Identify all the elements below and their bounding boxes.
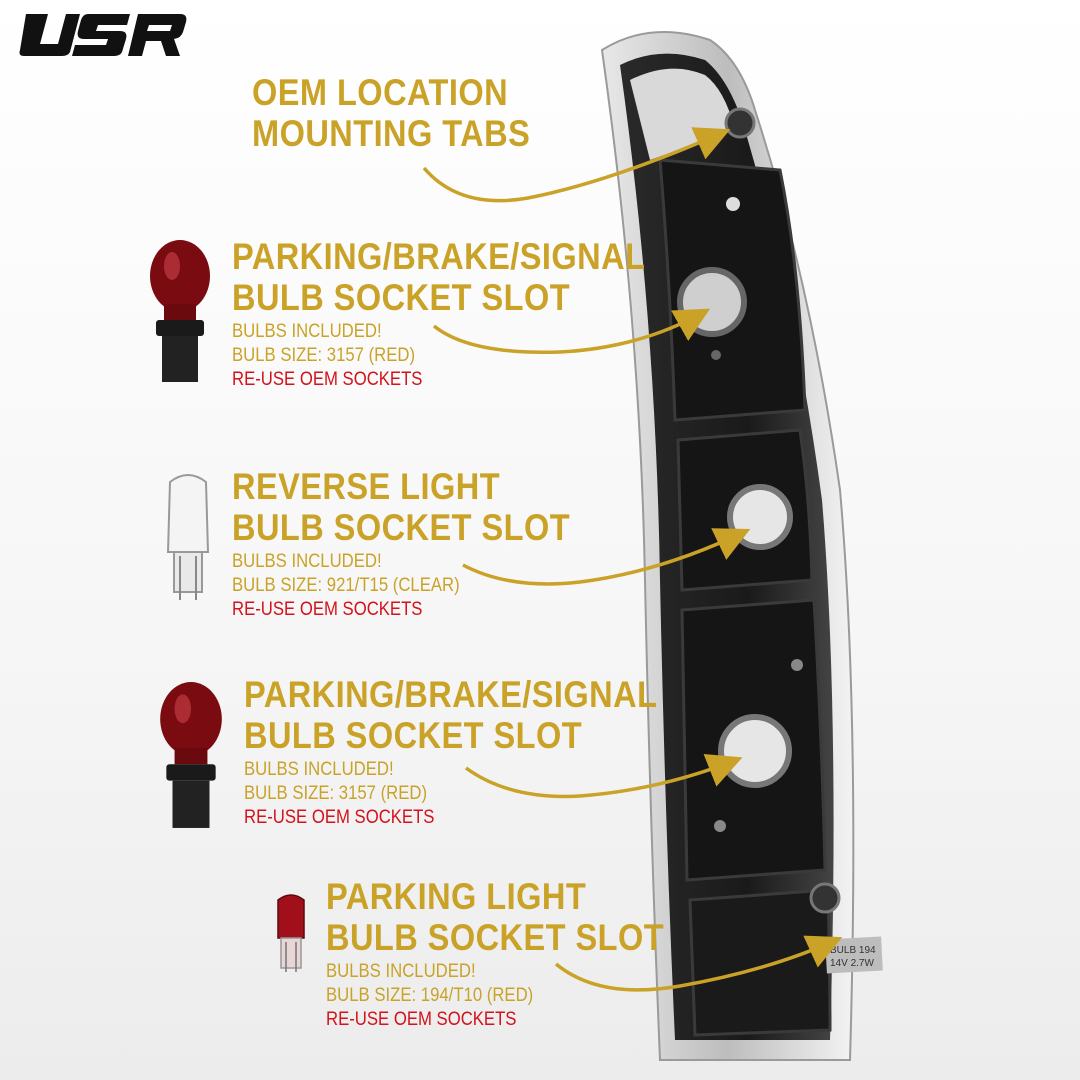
bulbs-included-note: BULBS INCLUDED! xyxy=(244,759,394,780)
clear-921-bulb-icon xyxy=(166,474,210,600)
title-line: BULB SOCKET SLOT xyxy=(232,507,571,548)
title-line: REVERSE LIGHT xyxy=(232,466,501,507)
red-194-bulb-icon xyxy=(277,894,305,972)
bulbs-included-note: BULBS INCLUDED! xyxy=(232,551,382,572)
bulb-size: BULB SIZE: 3157 (RED) xyxy=(232,345,416,366)
bulbs-included-note: BULBS INCLUDED! xyxy=(232,321,382,342)
bulb-size: BULB SIZE: 921/T15 (CLEAR) xyxy=(232,575,460,596)
bulb-size: BULB SIZE: 3157 (RED) xyxy=(244,783,428,804)
callout-socket-2-details: BULBS INCLUDED! BULB SIZE: 921/T15 (CLEA… xyxy=(232,550,460,622)
reuse-sockets-warning: RE-USE OEM SOCKETS xyxy=(326,1009,517,1030)
housing-label-1: BULB 194 xyxy=(830,945,876,956)
callout-socket-4-details: BULBS INCLUDED! BULB SIZE: 194/T10 (RED)… xyxy=(326,960,533,1032)
callout-socket-1-details: BULBS INCLUDED! BULB SIZE: 3157 (RED) RE… xyxy=(232,320,422,392)
tail-lamp-housing: BULB 194 14V 2.7W xyxy=(600,31,883,1061)
title-line: PARKING/BRAKE/SIGNAL xyxy=(232,236,646,277)
bulbs-included-note: BULBS INCLUDED! xyxy=(326,961,476,982)
housing-label-2: 14V 2.7W xyxy=(830,958,874,969)
usr-logo xyxy=(19,14,187,56)
title-line: OEM LOCATION xyxy=(252,72,509,113)
title-line: MOUNTING TABS xyxy=(252,113,531,154)
callout-socket-4-title: PARKING LIGHT BULB SOCKET SLOT xyxy=(326,876,664,958)
title-line: PARKING/BRAKE/SIGNAL xyxy=(244,674,658,715)
title-line: BULB SOCKET SLOT xyxy=(244,715,583,756)
red-3157-bulb-icon xyxy=(150,240,210,382)
callout-socket-3-title: PARKING/BRAKE/SIGNAL BULB SOCKET SLOT xyxy=(244,674,657,756)
callout-socket-1-title: PARKING/BRAKE/SIGNAL BULB SOCKET SLOT xyxy=(232,236,645,318)
reuse-sockets-warning: RE-USE OEM SOCKETS xyxy=(232,369,423,390)
reuse-sockets-warning: RE-USE OEM SOCKETS xyxy=(232,599,423,620)
callout-mounting-tabs-title: OEM LOCATION MOUNTING TABS xyxy=(252,72,530,154)
bulb-size: BULB SIZE: 194/T10 (RED) xyxy=(326,985,534,1006)
title-line: PARKING LIGHT xyxy=(326,876,587,917)
red-3157-bulb-icon xyxy=(160,682,222,828)
title-line: BULB SOCKET SLOT xyxy=(326,917,665,958)
callout-socket-2-title: REVERSE LIGHT BULB SOCKET SLOT xyxy=(232,466,570,548)
callout-socket-3-details: BULBS INCLUDED! BULB SIZE: 3157 (RED) RE… xyxy=(244,758,434,830)
title-line: BULB SOCKET SLOT xyxy=(232,277,571,318)
reuse-sockets-warning: RE-USE OEM SOCKETS xyxy=(244,807,435,828)
